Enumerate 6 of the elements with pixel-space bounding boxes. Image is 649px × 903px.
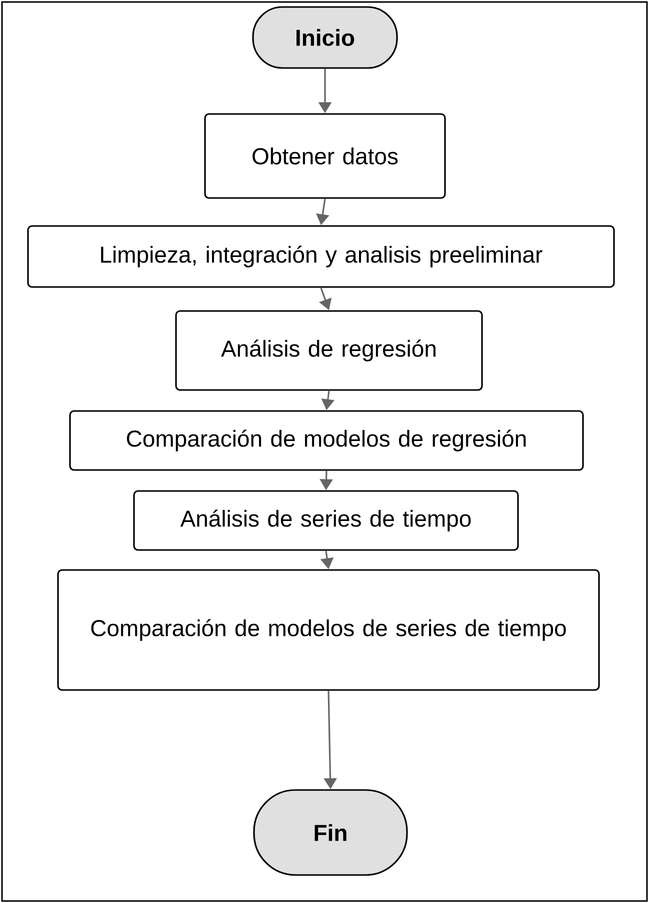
process-box: Obtener datos: [204, 113, 446, 199]
process-box: Comparación de modelos de regresión: [69, 410, 584, 471]
process-box: Análisis de series de tiempo: [133, 490, 519, 551]
process-box: Análisis de regresión: [175, 310, 483, 391]
process-box: Limpieza, integración y analisis preeliminar: [27, 225, 615, 288]
process-box: Comparación de modelos de series de tiempo: [57, 569, 600, 691]
